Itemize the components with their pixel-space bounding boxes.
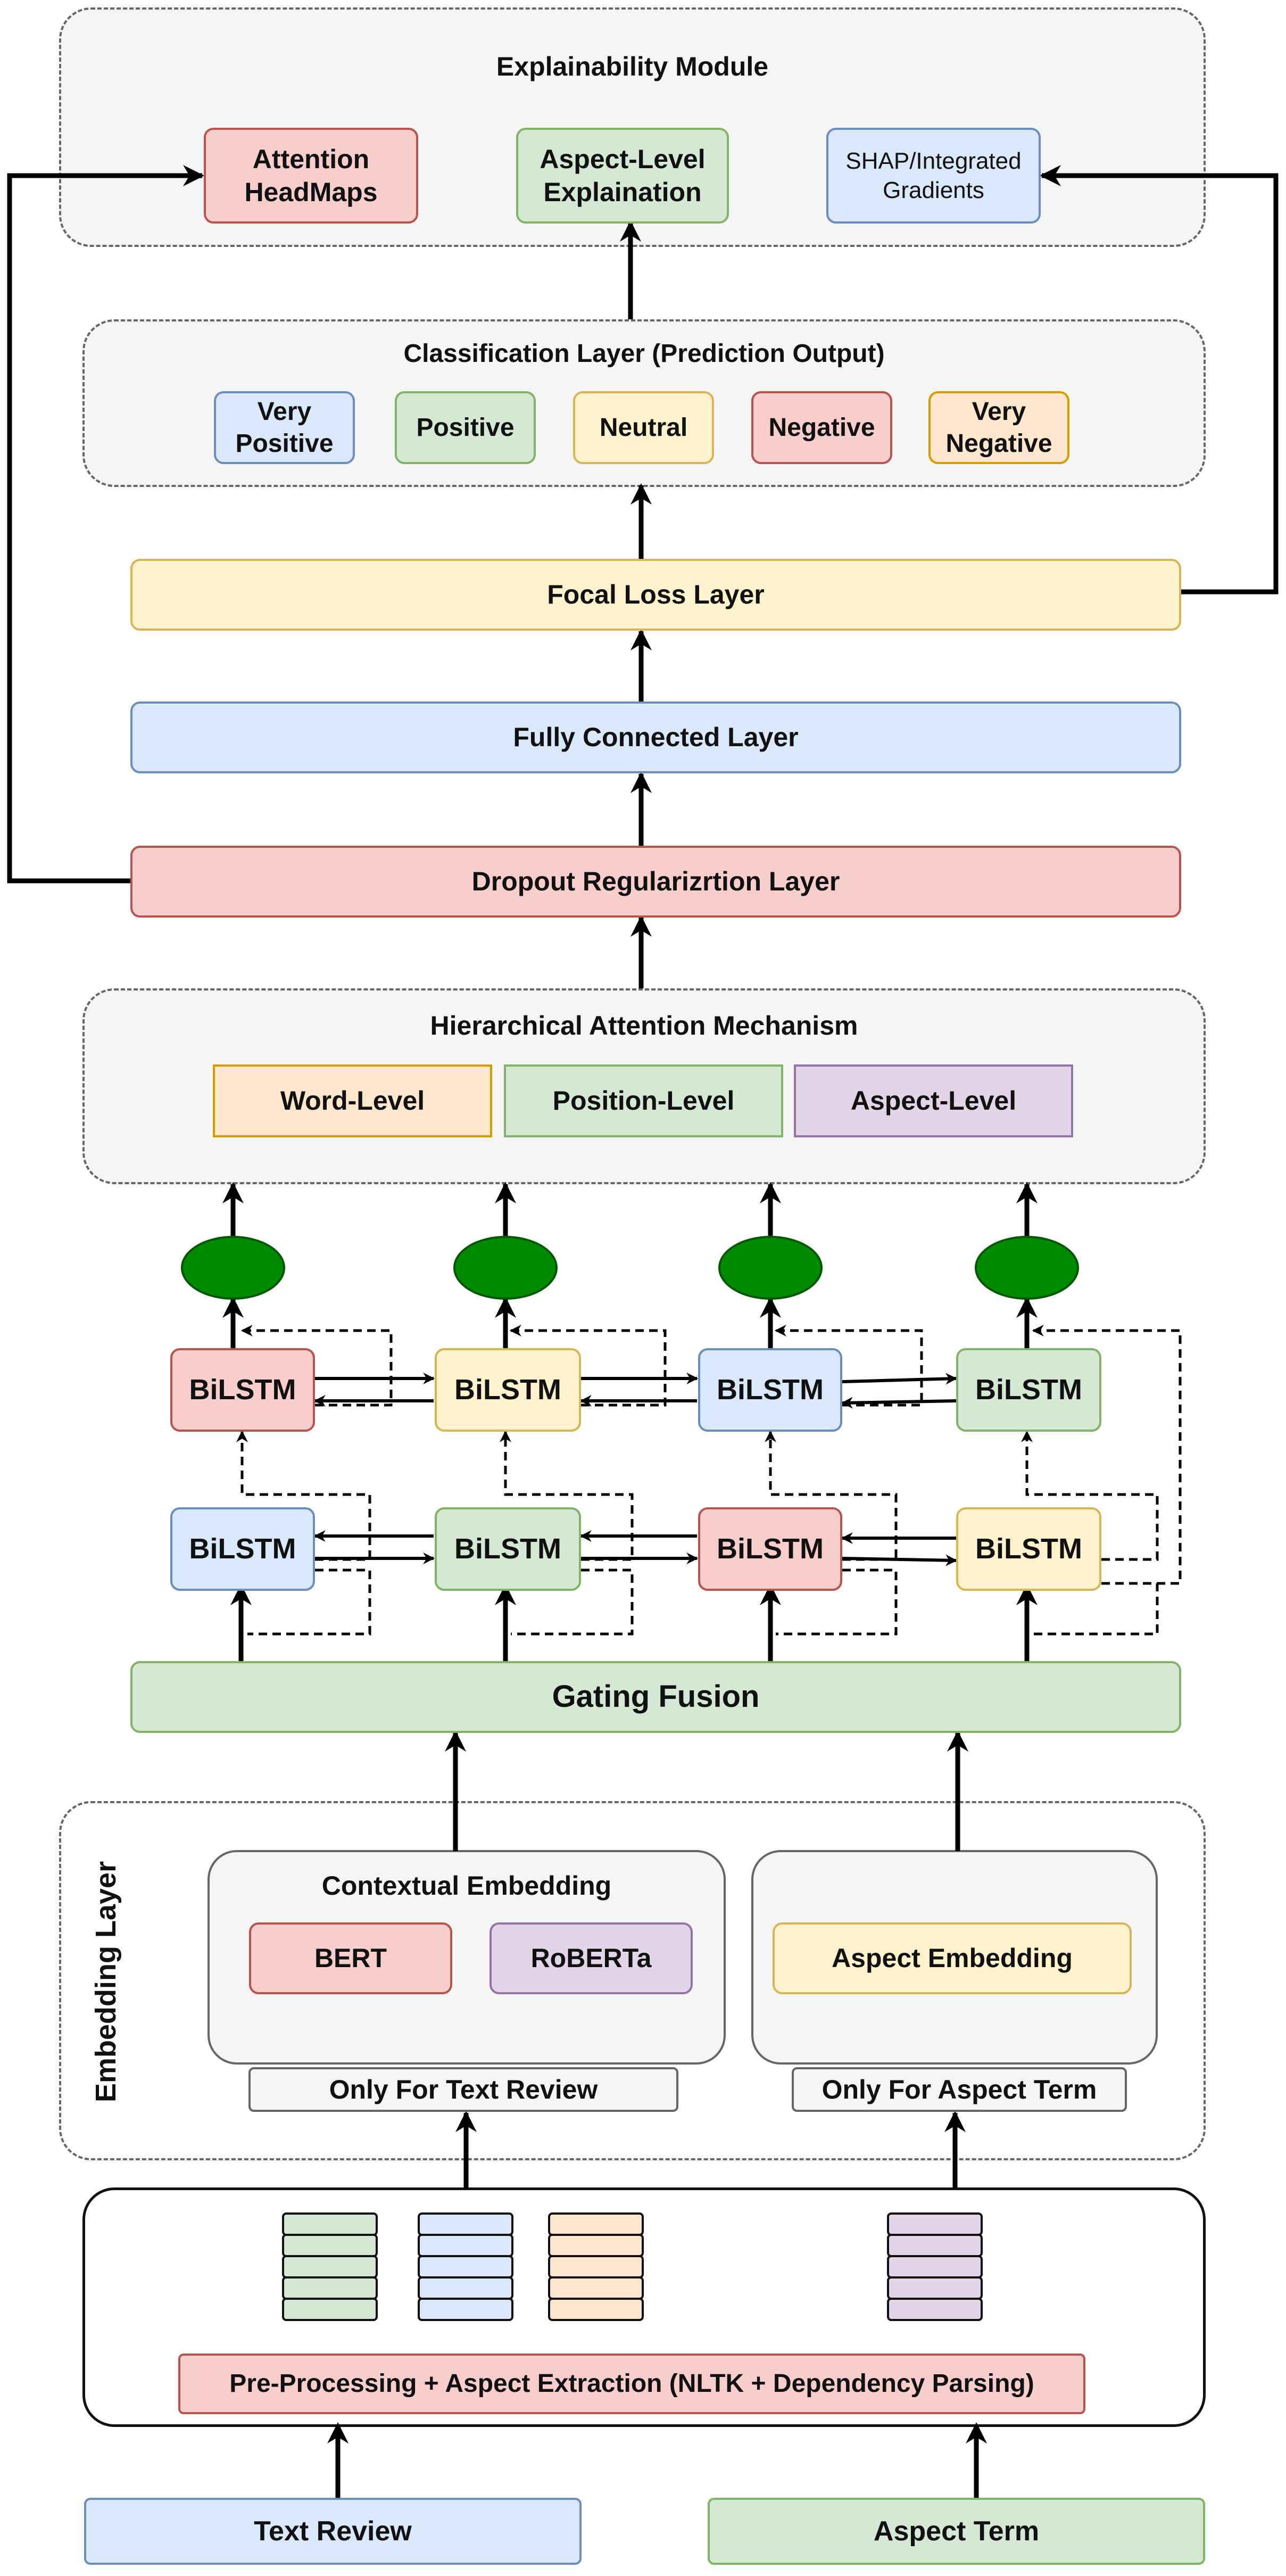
class-very-negative: Very Negative: [928, 391, 1069, 464]
class-very-positive-label: Very Positive: [235, 397, 334, 458]
attention-node: [181, 1236, 285, 1300]
only-aspect-term-label: Only For Aspect Term: [792, 2067, 1127, 2112]
bert-box: BERT: [249, 1922, 452, 1994]
explainability-title: Explainability Module: [496, 52, 769, 81]
aspect-level-attention: Aspect-Level: [794, 1064, 1073, 1137]
bilstm-bottom-4: BiLSTM: [956, 1507, 1101, 1591]
class-very-positive: Very Positive: [214, 391, 355, 464]
bilstm-bottom-3: BiLSTM: [698, 1507, 842, 1591]
bilstm-top-2: BiLSTM: [435, 1348, 581, 1432]
bilstm-bottom-2: BiLSTM: [435, 1507, 581, 1591]
aspect-term-input: Aspect Term: [708, 2498, 1205, 2565]
token-stack-purple: [887, 2212, 983, 2321]
bilstm-top-4: BiLSTM: [956, 1348, 1101, 1432]
token-stack-green: [282, 2212, 378, 2321]
attention-node: [453, 1236, 558, 1300]
class-negative-label: Negative: [768, 413, 875, 442]
gating-fusion: Gating Fusion: [130, 1661, 1181, 1733]
attention-node: [718, 1236, 823, 1300]
text-review-input: Text Review: [84, 2498, 582, 2565]
class-negative: Negative: [751, 391, 892, 464]
position-level-attention: Position-Level: [504, 1064, 783, 1137]
class-neutral-label: Neutral: [599, 413, 688, 442]
embedding-layer-label: Embedding Layer: [90, 1861, 122, 2102]
attention-node: [975, 1236, 1079, 1300]
fully-connected-layer: Fully Connected Layer: [130, 701, 1181, 773]
bilstm-top-1: BiLSTM: [170, 1348, 315, 1432]
class-positive: Positive: [395, 391, 536, 464]
preprocessing-box: Pre-Processing + Aspect Extraction (NLTK…: [178, 2354, 1085, 2414]
dropout-layer: Dropout Regularizrtion Layer: [130, 846, 1181, 918]
contextual-embedding-title: Contextual Embedding: [321, 1871, 612, 1901]
roberta-box: RoBERTa: [489, 1922, 693, 1994]
token-stack-orange: [548, 2212, 644, 2321]
aspect-embedding-box: Aspect Embedding: [773, 1922, 1132, 1994]
class-neutral: Neutral: [573, 391, 714, 464]
only-text-review-label: Only For Text Review: [248, 2067, 678, 2112]
shap-box: SHAP/Integrated Gradients: [826, 128, 1041, 224]
class-very-negative-label: Very Negative: [945, 397, 1052, 458]
bilstm-bottom-1: BiLSTM: [170, 1507, 315, 1591]
classification-title: Classification Layer (Prediction Output): [403, 340, 885, 368]
shap-label: SHAP/Integrated Gradients: [845, 148, 1022, 203]
aspect-level-explaination-label: Aspect-Level Explaination: [540, 144, 706, 208]
class-positive-label: Positive: [416, 413, 515, 442]
attention-title: Hierarchical Attention Mechanism: [430, 1011, 858, 1041]
attention-headmaps-label: Attention HeadMaps: [244, 144, 378, 208]
token-stack-blue: [418, 2212, 513, 2321]
word-level-attention: Word-Level: [213, 1064, 492, 1137]
bilstm-top-3: BiLSTM: [698, 1348, 842, 1432]
attention-headmaps-box: Attention HeadMaps: [204, 128, 418, 224]
aspect-level-explaination-box: Aspect-Level Explaination: [516, 128, 729, 224]
focal-loss-layer: Focal Loss Layer: [130, 559, 1181, 631]
